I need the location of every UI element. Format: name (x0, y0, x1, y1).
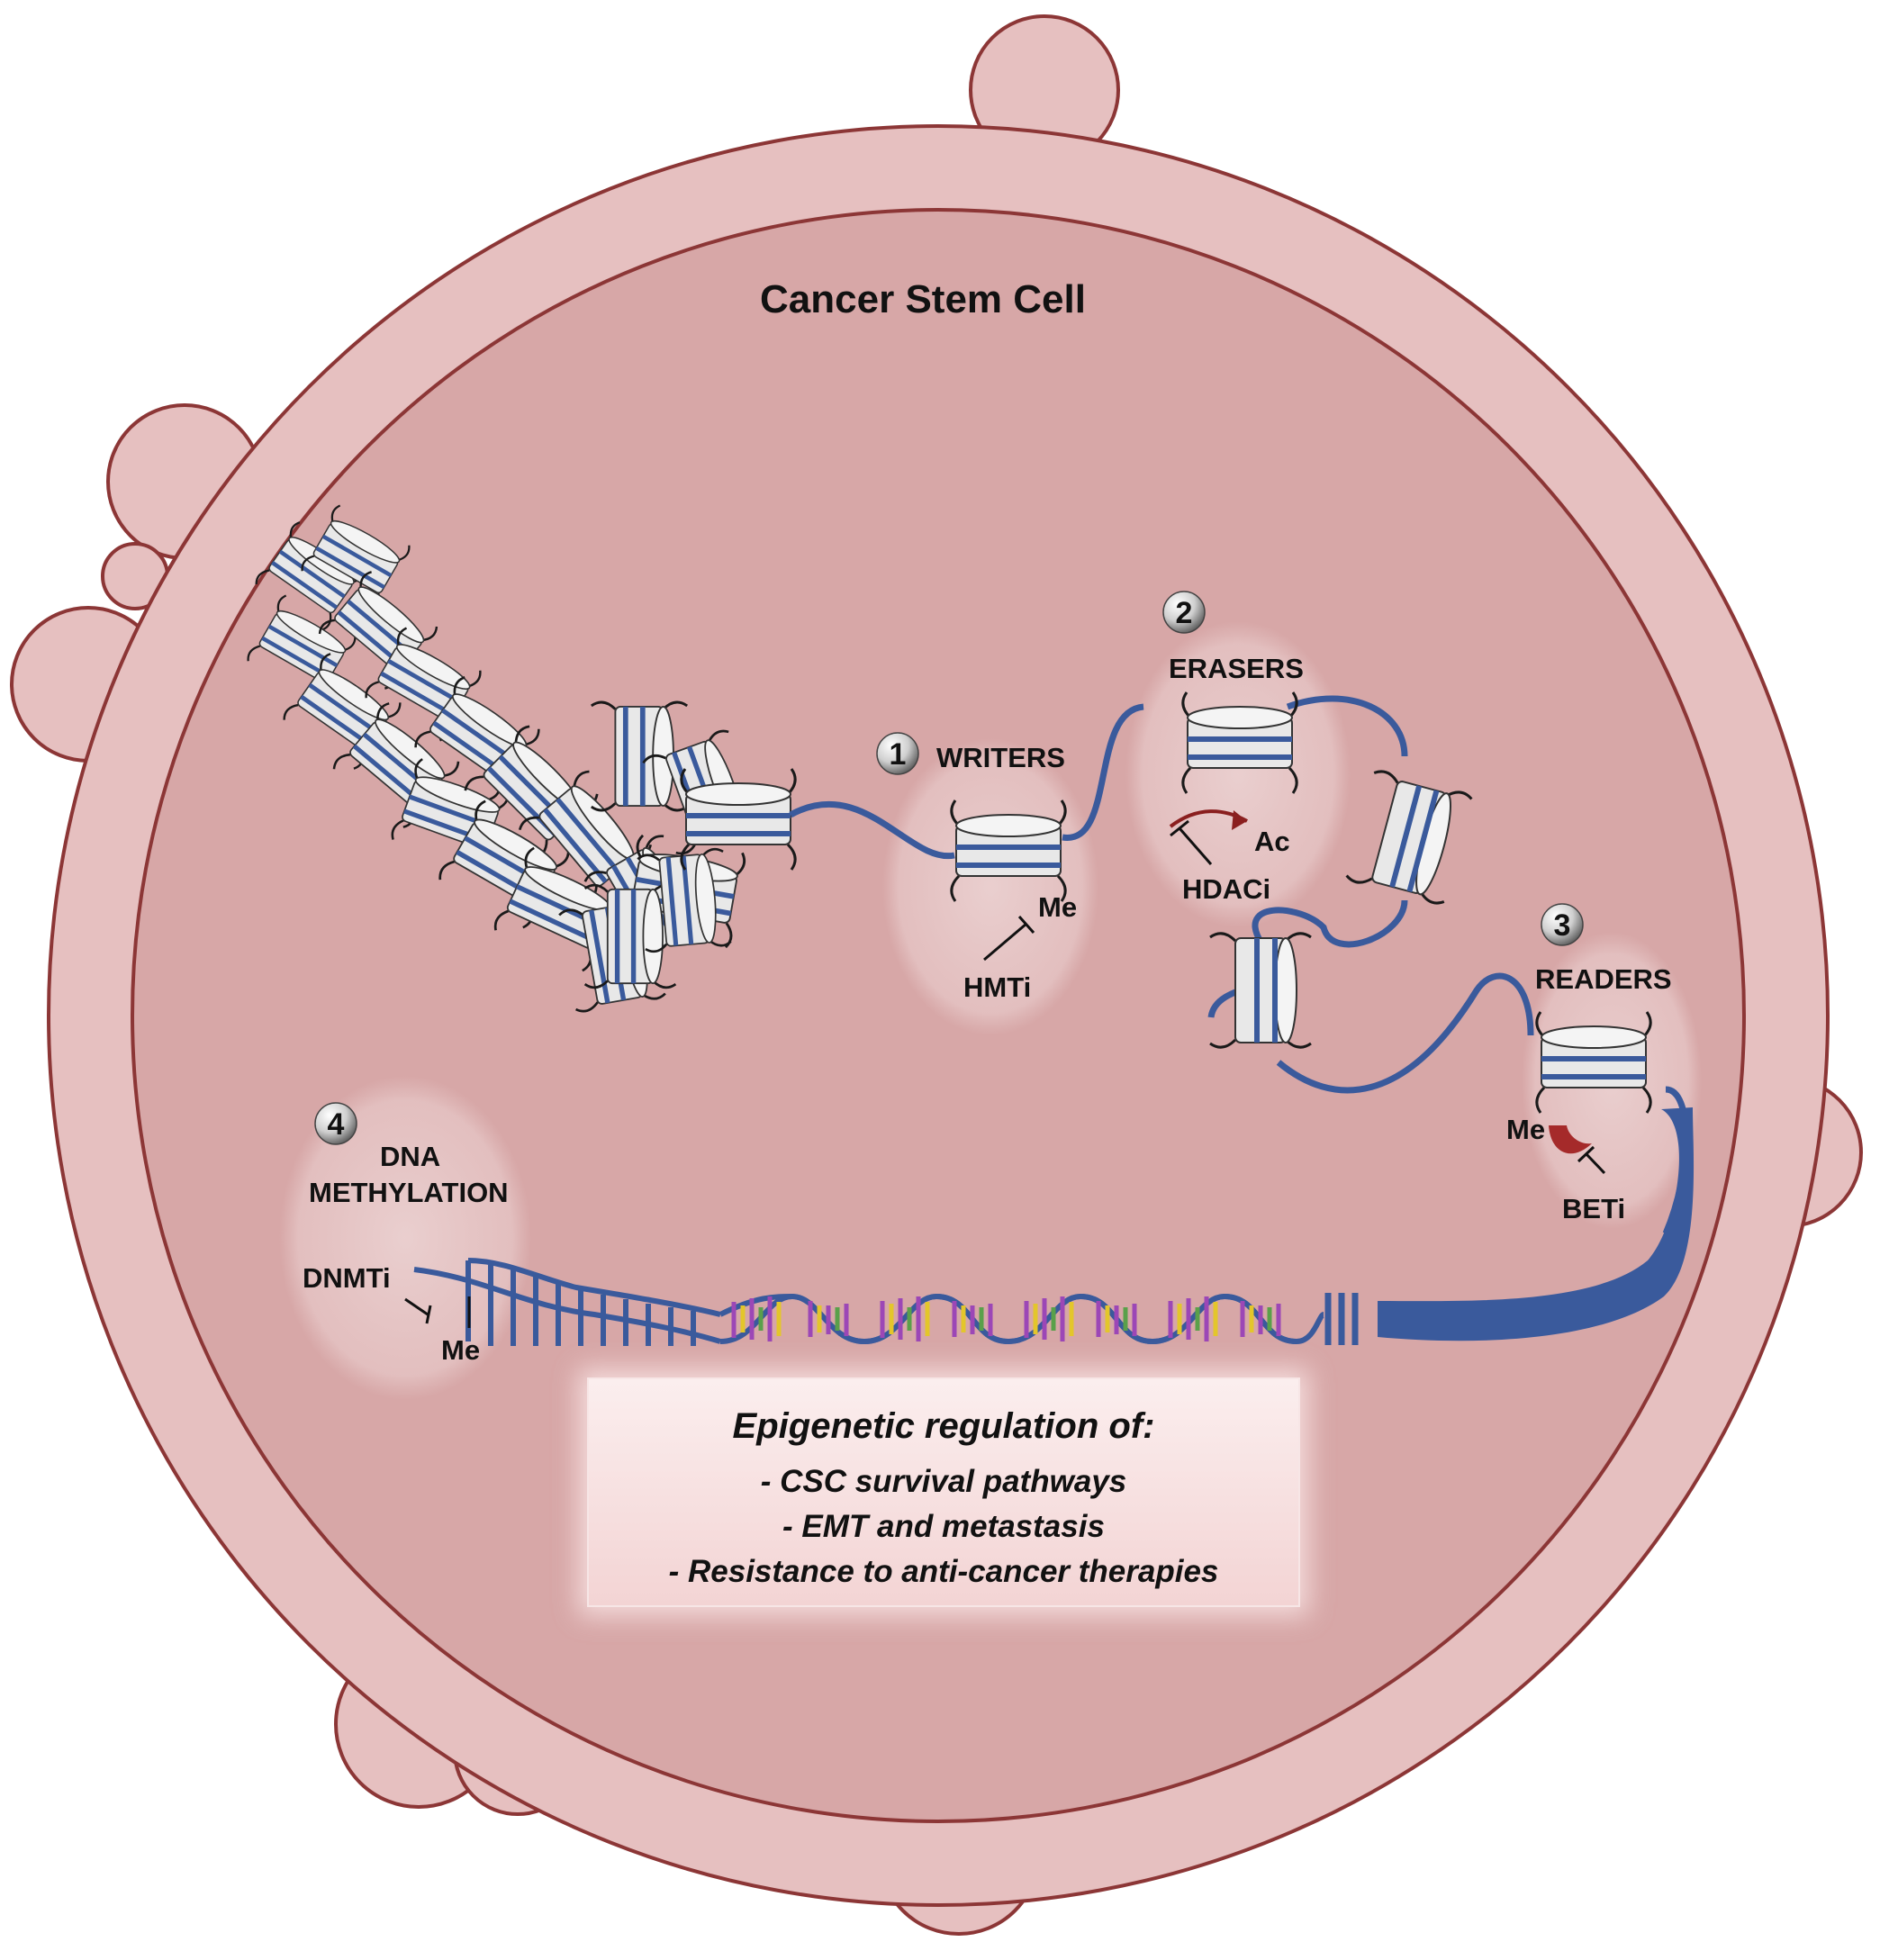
step-4-number: 4 (328, 1107, 345, 1142)
erasers-mark: Ac (1254, 826, 1290, 857)
step-writers: 1 WRITERS Me HMTi (876, 732, 1077, 1003)
writers-halo (882, 738, 1098, 1035)
step-dna-methylation: 4 DNA METHYLATION DNMTi Me (303, 1102, 509, 1366)
erasers-label: ERASERS (1169, 653, 1304, 684)
step-1-number: 1 (890, 737, 907, 772)
dna-double-helix (413, 1258, 1325, 1346)
step-readers: 3 READERS Me BETi (1506, 903, 1672, 1224)
erasers-inhibitor: HDACi (1182, 873, 1270, 905)
step-3-number: 3 (1554, 908, 1571, 943)
writers-inhibitor: HMTi (963, 971, 1031, 1003)
cell-title: Cancer Stem Cell (760, 277, 1086, 321)
step-2-number: 2 (1176, 596, 1193, 630)
reader-protein-icon (1549, 1125, 1592, 1154)
dna-methylation-inhibitor: DNMTi (303, 1262, 391, 1294)
step-erasers: 2 ERASERS Ac HDACi (1162, 591, 1304, 905)
step-1-badge (876, 732, 919, 775)
readers-mark: Me (1506, 1114, 1545, 1145)
dna-methylation-mark: Me (441, 1334, 480, 1366)
dna-methylation-label-1: DNA (380, 1141, 440, 1172)
writers-label: WRITERS (936, 742, 1065, 773)
step-2-badge (1162, 591, 1206, 634)
dna-linker (789, 695, 1689, 1235)
erasers-halo (1125, 621, 1351, 927)
step-4-badge (314, 1102, 357, 1145)
summary-item-1: - CSC survival pathways (760, 1464, 1127, 1499)
dna-methylation-label-2: METHYLATION (309, 1177, 509, 1208)
writers-mark: Me (1038, 891, 1077, 923)
writers-inhibition (983, 916, 1035, 962)
readers-inhibitor: BETi (1562, 1193, 1625, 1224)
readers-inhibition (1577, 1145, 1606, 1175)
readers-label: READERS (1535, 963, 1672, 995)
summary-item-2: - EMT and metastasis (782, 1509, 1105, 1544)
chromatin-fibre (1378, 1107, 1695, 1341)
summary-box: Epigenetic regulation of: - CSC survival… (587, 1377, 1300, 1607)
dna-methylation-inhibition (404, 1297, 432, 1324)
step-3-badge (1541, 903, 1584, 946)
erasers-inhibition (1170, 819, 1213, 865)
summary-item-3: - Resistance to anti-cancer therapies (668, 1554, 1219, 1589)
summary-heading: Epigenetic regulation of: (732, 1406, 1155, 1446)
